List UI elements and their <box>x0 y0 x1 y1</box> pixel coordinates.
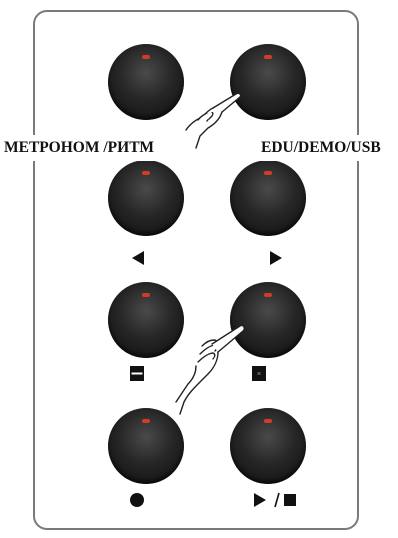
left-triangle-icon <box>132 251 144 265</box>
remote-panel <box>33 10 359 530</box>
metronome-rhythm-button[interactable] <box>108 44 184 120</box>
next-button[interactable] <box>230 160 306 236</box>
hand-pointer-icon <box>185 92 242 149</box>
minus-square-icon <box>130 366 144 381</box>
previous-button[interactable] <box>108 160 184 236</box>
right-triangle-icon <box>270 251 282 265</box>
metronome-rhythm-label: МЕТРОНОМ /РИТМ <box>4 139 154 156</box>
play-stop-icon <box>254 492 296 508</box>
plus-button[interactable] <box>230 282 306 358</box>
edu-demo-usb-button[interactable] <box>230 44 306 120</box>
record-circle-icon <box>130 493 144 507</box>
record-button[interactable] <box>108 408 184 484</box>
play-stop-button[interactable] <box>230 408 306 484</box>
minus-button[interactable] <box>108 282 184 358</box>
dot-square-icon <box>252 366 266 381</box>
edu-demo-usb-label: EDU/DEMO/USB <box>261 139 381 156</box>
hand-pointer-icon <box>175 324 245 415</box>
